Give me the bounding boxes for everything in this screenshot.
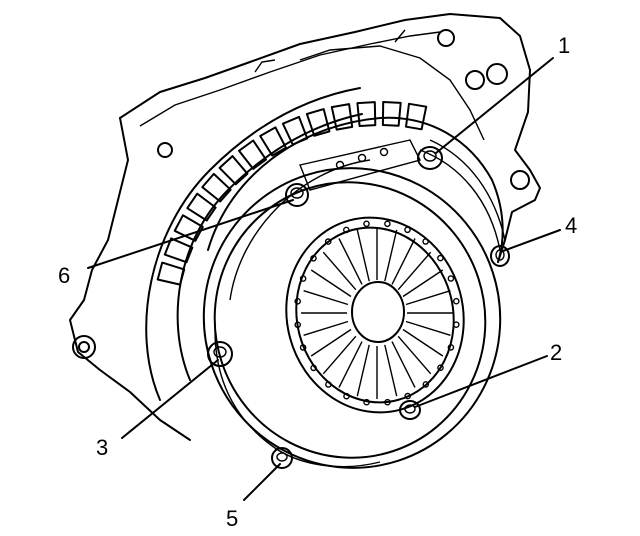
bolt-1	[417, 146, 443, 170]
callout-3: 3	[96, 435, 108, 460]
callout-5: 5	[226, 506, 238, 531]
diaphragm-finger	[402, 328, 444, 357]
gear-tooth	[163, 237, 194, 264]
gear-tooth	[281, 115, 309, 146]
gear-tooth	[381, 101, 402, 127]
rivet	[404, 226, 411, 234]
callout-2: 2	[550, 340, 562, 365]
diaphragm-finger	[338, 341, 363, 388]
rivet	[342, 226, 350, 234]
diaphragm-finger	[356, 229, 370, 282]
rivet	[422, 381, 430, 388]
diaphragm-finger	[338, 238, 363, 285]
rivet	[325, 381, 332, 388]
bolt-3	[207, 341, 233, 367]
pressure-plate-cover	[202, 116, 506, 469]
diaphragm-finger	[397, 251, 432, 291]
rivet	[452, 297, 460, 305]
diaphragm-finger	[384, 344, 398, 397]
diaphragm-finger	[322, 251, 357, 291]
rivet	[437, 254, 444, 262]
gear-tooth	[201, 172, 232, 203]
rivet	[299, 344, 307, 351]
callout-4: 4	[565, 213, 577, 238]
diaphragm-finger	[397, 335, 432, 375]
rivet	[452, 321, 460, 329]
engine-housing	[69, 13, 541, 441]
gear-tooth	[305, 108, 331, 137]
diaphragm-finger	[391, 341, 416, 388]
callout-1: 1	[558, 33, 570, 58]
rivet	[299, 275, 307, 282]
gear-tooth	[259, 126, 287, 157]
diaphragm-finger	[402, 269, 444, 298]
rivet	[422, 238, 429, 245]
rivet	[310, 364, 317, 372]
diaphragm-finger	[303, 290, 349, 306]
rivet	[324, 238, 332, 245]
diaphragm-spring	[285, 216, 465, 414]
diaphragm-finger	[356, 344, 370, 397]
gear-tooth	[330, 103, 354, 131]
rivet	[447, 275, 455, 282]
gear-tooth	[238, 139, 267, 170]
bolt-6	[285, 183, 309, 207]
rivet	[447, 344, 455, 351]
diaphragm-finger	[405, 320, 451, 336]
gear-tooth	[218, 155, 249, 186]
diaphragm-finger	[391, 238, 416, 285]
diaphragm-finger	[310, 328, 352, 357]
callout-6: 6	[58, 263, 70, 288]
bolt-4	[490, 245, 510, 267]
rivet	[404, 392, 412, 400]
diaphragm-finger	[322, 335, 357, 375]
gear-tooth	[186, 192, 217, 222]
callout-labels: 1 2 3 4 5 6	[58, 33, 577, 531]
rivet	[384, 398, 391, 406]
rivet	[363, 220, 370, 228]
rivet	[294, 297, 302, 305]
rivet	[437, 364, 444, 372]
bolt-2	[399, 400, 421, 420]
diaphragm-finger	[405, 290, 451, 306]
diaphragm-finger	[303, 320, 349, 336]
diaphragm-finger	[384, 229, 398, 282]
gear-tooth	[156, 261, 186, 286]
leader-lines	[87, 57, 561, 501]
rivet	[363, 398, 370, 406]
bolts	[207, 146, 510, 469]
rivet	[310, 254, 317, 262]
gear-tooth	[405, 102, 428, 131]
gear-tooth	[356, 101, 377, 127]
diaphragm-finger	[310, 269, 352, 298]
rivet	[294, 321, 302, 329]
bolt-5	[271, 447, 293, 469]
rivet	[343, 392, 350, 400]
rivet	[384, 220, 391, 228]
ring-gear	[145, 87, 428, 401]
